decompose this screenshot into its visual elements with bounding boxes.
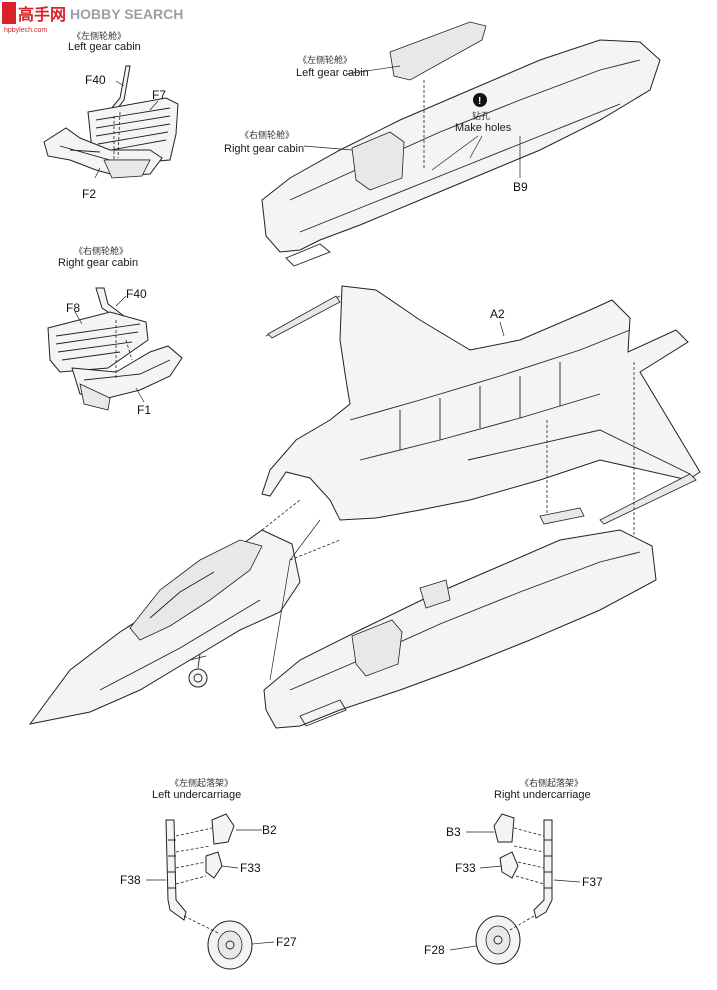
wheel-f27-left-drawing xyxy=(207,920,253,970)
leader-f33-left xyxy=(221,865,239,869)
part-label-f40-top: F40 xyxy=(85,73,106,87)
part-label-b2: B2 xyxy=(262,823,277,837)
right-gear-cabin-cn-label-1: 《右侧轮舱》 xyxy=(74,245,128,256)
part-b3-drawing xyxy=(493,813,515,843)
wheel-f28-right-drawing xyxy=(475,915,521,965)
logo-text: 高手网 xyxy=(18,5,66,24)
part-f33-right-drawing xyxy=(499,851,519,879)
leader-right-cabin-top xyxy=(303,145,353,151)
part-a2-drawing xyxy=(261,285,701,525)
left-gear-cabin-cn-label-2: 《左侧轮舱》 xyxy=(298,54,352,65)
part-b2-drawing xyxy=(211,813,235,845)
leader-make-holes xyxy=(431,135,483,171)
part-f2-drawing xyxy=(43,127,163,179)
part-label-f37: F37 xyxy=(582,875,603,889)
drill-holes-icon: ! xyxy=(473,93,487,107)
leader-f2 xyxy=(94,167,101,179)
part-f7-drawing xyxy=(87,97,179,167)
leader-f33-right xyxy=(479,865,503,869)
right-strut-f37-drawing xyxy=(533,819,553,919)
left-undercarriage-cn-label: 《左侧起落架》 xyxy=(170,777,233,788)
part-label-f28: F28 xyxy=(424,943,445,957)
guide-f2-f7 xyxy=(113,111,121,160)
part-label-f33-left: F33 xyxy=(240,861,261,875)
left-undercarriage-en-label: Left undercarriage xyxy=(152,789,241,801)
right-undercarriage-cn-label: 《右侧起落架》 xyxy=(520,777,583,788)
right-undercarriage-en-label: Right undercarriage xyxy=(494,789,591,801)
part-label-a2: A2 xyxy=(490,307,505,321)
nose-section-drawing xyxy=(28,529,301,725)
guide-f1-f8 xyxy=(115,320,133,380)
part-label-b9: B9 xyxy=(513,180,528,194)
leader-f7 xyxy=(149,100,159,111)
part-f1-drawing xyxy=(71,345,183,411)
leader-f8 xyxy=(74,311,83,325)
left-gear-cabin-cn-label-1: 《左侧轮舱》 xyxy=(72,30,126,41)
part-label-f38: F38 xyxy=(120,873,141,887)
right-gear-cabin-en-label-2: Right gear cabin xyxy=(224,143,304,155)
leader-f40-top xyxy=(115,80,125,87)
make-holes-en-label: Make holes xyxy=(455,122,512,134)
left-strut-f38-drawing xyxy=(165,819,187,921)
part-f8-drawing xyxy=(47,311,149,373)
guide-nose-fuselage xyxy=(261,499,341,561)
part-b9-drawing xyxy=(261,21,661,267)
leader-left-cabin-top xyxy=(345,65,401,75)
make-holes-cn-label: 钻孔 xyxy=(472,110,490,121)
leader-f40-mid xyxy=(115,295,127,307)
part-label-f2: F2 xyxy=(82,187,96,201)
guide-triangle xyxy=(269,519,321,681)
part-label-f40-mid: F40 xyxy=(126,287,147,301)
part-label-f8: F8 xyxy=(66,301,80,315)
leader-f28 xyxy=(449,945,477,951)
site-url: hpbylech.com xyxy=(4,27,47,34)
lower-fuselage-drawing xyxy=(263,507,657,729)
left-gear-cabin-en-label-1: Left gear cabin xyxy=(68,41,141,53)
logo-mark xyxy=(2,2,16,24)
leader-f27 xyxy=(251,941,275,945)
guide-a2-lower xyxy=(546,362,635,560)
leader-f37 xyxy=(553,879,581,883)
right-gear-cabin-cn-label-2: 《右侧轮舱》 xyxy=(240,129,294,140)
brand-text: HOBBY SEARCH xyxy=(70,6,183,22)
guide-left-undercarriage xyxy=(175,827,221,935)
hobby-search-logo: 高手网 HOBBY SEARCH hpbylech.com xyxy=(2,2,183,34)
left-gear-cabin-en-label-2: Left gear cabin xyxy=(296,67,369,79)
right-gear-cabin-en-label-1: Right gear cabin xyxy=(58,257,138,269)
drill-icon-mark: ! xyxy=(478,96,481,107)
part-label-b3: B3 xyxy=(446,825,461,839)
guide-right-undercarriage xyxy=(509,827,545,931)
leader-f1 xyxy=(135,387,145,403)
part-label-f27: F27 xyxy=(276,935,297,949)
leader-a2 xyxy=(499,321,505,337)
part-label-f7: F7 xyxy=(152,88,166,102)
part-label-f1: F1 xyxy=(137,403,151,417)
part-f33-left-drawing xyxy=(205,851,223,879)
part-label-f33-right: F33 xyxy=(455,861,476,875)
